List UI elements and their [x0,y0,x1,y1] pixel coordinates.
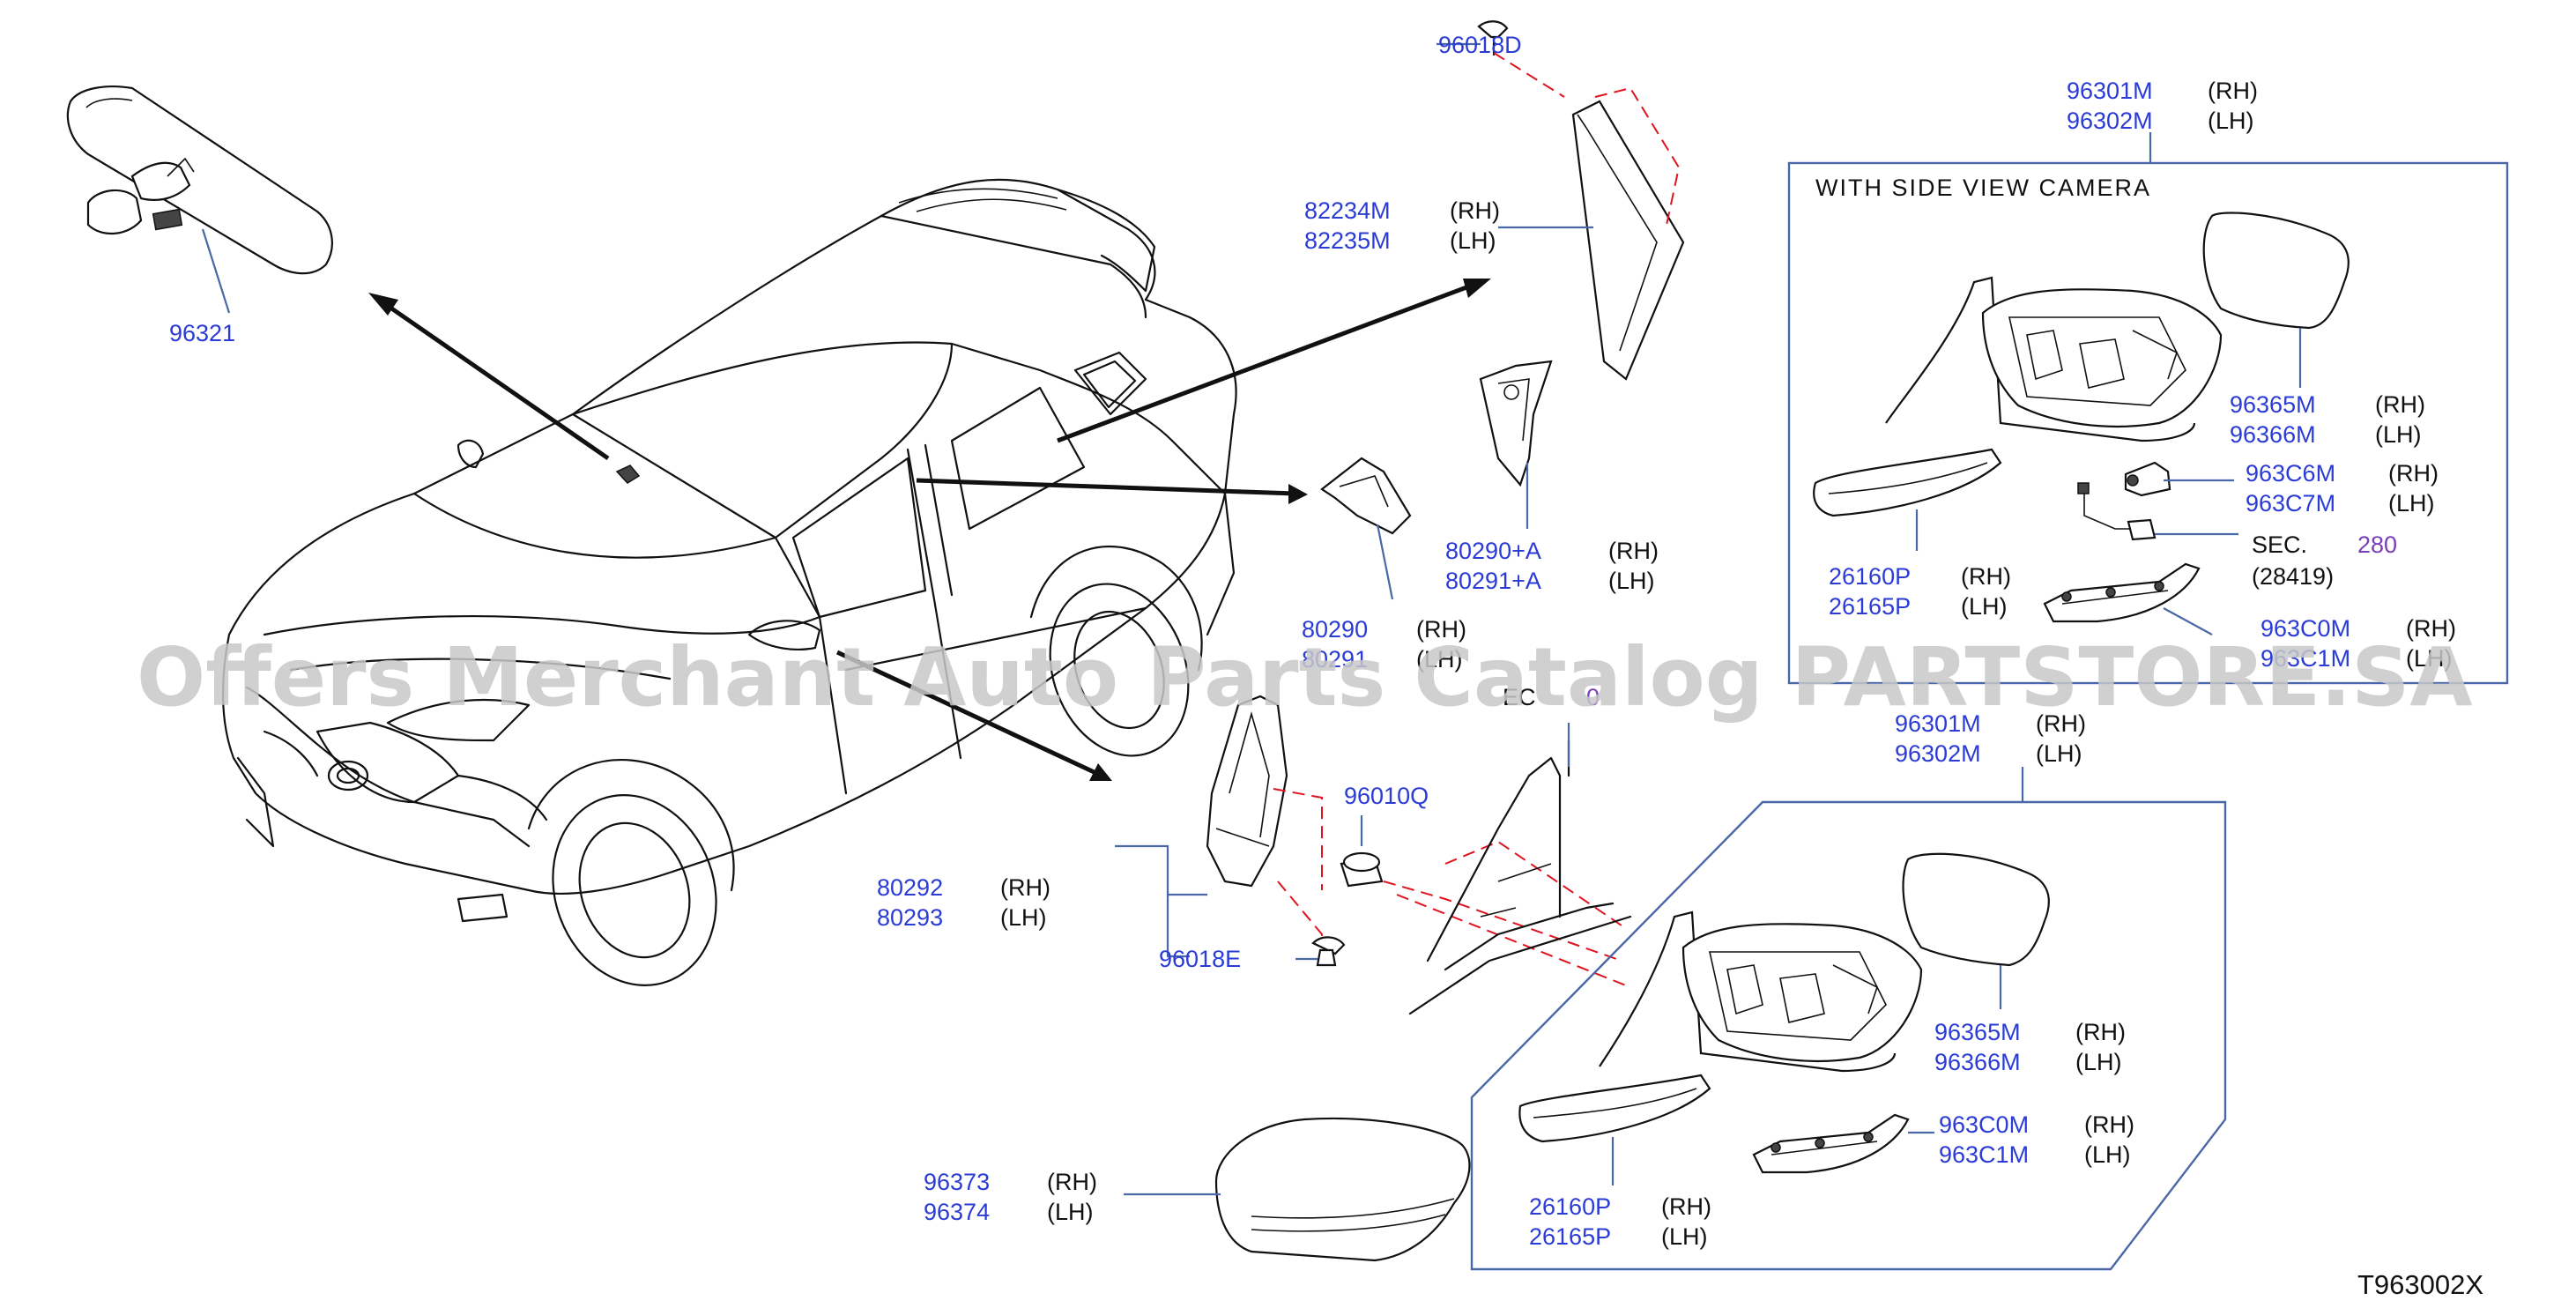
label-96321[interactable]: 96321 [169,320,235,346]
side-rh: (RH) [1047,1169,1097,1195]
part-labels: 96018D 96321 82234M (RH) 82235M (LH) 802… [169,32,2456,1250]
label-963C0M-a[interactable]: 963C0M [2260,615,2350,642]
side-rh: (RH) [1608,538,1659,564]
label-96302M-b[interactable]: 96302M [1895,740,1981,767]
side-rh: (RH) [2084,1111,2134,1138]
side-rh: (RH) [1961,563,2011,590]
label-96302M-a[interactable]: 96302M [2067,108,2153,134]
label-26165P-a[interactable]: 26165P [1829,593,1911,620]
label-80290A[interactable]: 80290+A [1445,538,1541,564]
non-camera-box [1470,800,2227,1271]
side-lh: (LH) [2208,108,2254,134]
mirror-glass-camera [2202,212,2350,330]
sec-28419: (28419) [2252,563,2334,590]
camera-harness [2077,482,2157,541]
sec-ec-partial: EC [1503,684,1536,710]
side-lh: (LH) [1047,1199,1094,1225]
label-96365M-b[interactable]: 96365M [1934,1019,2021,1045]
side-camera-unit [2124,461,2171,497]
watermark: Offers Merchant Auto Parts Catalog PARTS… [137,630,2473,725]
clip-96018E [1311,936,1346,967]
label-80290[interactable]: 80290 [1302,616,1368,643]
vehicle-illustration [221,178,1237,986]
side-lh: (LH) [1000,904,1047,931]
side-lh: (LH) [1961,593,2008,620]
label-96301M-a[interactable]: 96301M [2067,78,2153,104]
label-963C6M[interactable]: 963C6M [2246,460,2335,487]
label-96366M-a[interactable]: 96366M [2230,421,2316,448]
side-rh: (RH) [2075,1019,2126,1045]
label-963C0M-b[interactable]: 963C0M [1939,1111,2029,1138]
label-80291[interactable]: 80291 [1302,646,1368,673]
sec-ec-number[interactable]: 0 [1586,684,1600,710]
label-96010Q[interactable]: 96010Q [1344,783,1429,809]
label-96373[interactable]: 96373 [924,1169,990,1195]
mirror-assembly-camera [1885,276,2223,442]
turn-signal-camera [1813,448,2002,517]
door-glass-corner [1408,723,1632,1015]
side-rh: (RH) [1000,874,1050,901]
mirror-cover-96373 [1214,1117,1471,1262]
side-lh: (LH) [1450,227,1496,254]
inner-rearview-mirror [66,85,333,275]
label-963C1M-a[interactable]: 963C1M [2260,645,2350,672]
lower-housing-camera [2043,562,2201,623]
side-rh: (RH) [2375,391,2425,418]
side-rh: (RH) [1661,1193,1711,1220]
label-96366M-b[interactable]: 96366M [1934,1049,2021,1075]
label-80291A[interactable]: 80291+A [1445,568,1541,594]
callout-arrows [368,279,1491,781]
side-lh: (LH) [2075,1049,2122,1075]
side-rh: (RH) [1416,616,1466,643]
corner-finisher-80290 [1320,457,1412,535]
side-lh: (LH) [2375,421,2422,448]
side-lh: (LH) [1661,1223,1708,1250]
label-26160P-a[interactable]: 26160P [1829,563,1911,590]
label-82234M[interactable]: 82234M [1304,197,1391,224]
mirror-glass-standard [1902,852,2050,967]
camera-box [1787,161,2509,685]
label-963C7M[interactable]: 963C7M [2246,490,2335,517]
side-lh: (LH) [2388,490,2435,517]
label-96301M-b[interactable]: 96301M [1895,710,1981,737]
label-96018D[interactable]: 96018D [1438,32,1522,58]
clip-96018D [1477,20,1509,56]
label-26160P-b[interactable]: 26160P [1529,1193,1611,1220]
label-96365M-a[interactable]: 96365M [2230,391,2316,418]
side-lh: (LH) [1416,646,1463,673]
diagram-code: T963002X [2357,1269,2483,1300]
label-96018E[interactable]: 96018E [1159,946,1241,972]
side-lh: (LH) [2406,645,2453,672]
sec-prefix: SEC. [2252,531,2307,558]
sec-280-link[interactable]: 280 [2357,531,2397,558]
side-lh: (LH) [1608,568,1655,594]
side-rh: (RH) [2208,78,2258,104]
mirror-assembly-standard [1599,910,1923,1073]
label-82235M[interactable]: 82235M [1304,227,1391,254]
label-80292[interactable]: 80292 [877,874,943,901]
side-rh: (RH) [2406,615,2456,642]
label-963C1M-b[interactable]: 963C1M [1939,1141,2029,1168]
clip-96010Q [1340,851,1384,888]
side-rh: (RH) [2036,710,2086,737]
camera-box-title: WITH SIDE VIEW CAMERA [1815,175,2151,201]
door-sash-cover [1493,52,1685,381]
label-80293[interactable]: 80293 [877,904,943,931]
label-96374[interactable]: 96374 [924,1199,990,1225]
corner-finisher-80292 [1206,695,1288,888]
label-26165P-b[interactable]: 26165P [1529,1223,1611,1250]
side-lh: (LH) [2036,740,2082,767]
side-rh: (RH) [1450,197,1500,224]
corner-bracket-80290A [1479,360,1553,487]
side-lh: (LH) [2084,1141,2131,1168]
lower-housing-standard [1752,1113,1910,1174]
side-rh: (RH) [2388,460,2439,487]
turn-signal-standard [1518,1074,1711,1143]
